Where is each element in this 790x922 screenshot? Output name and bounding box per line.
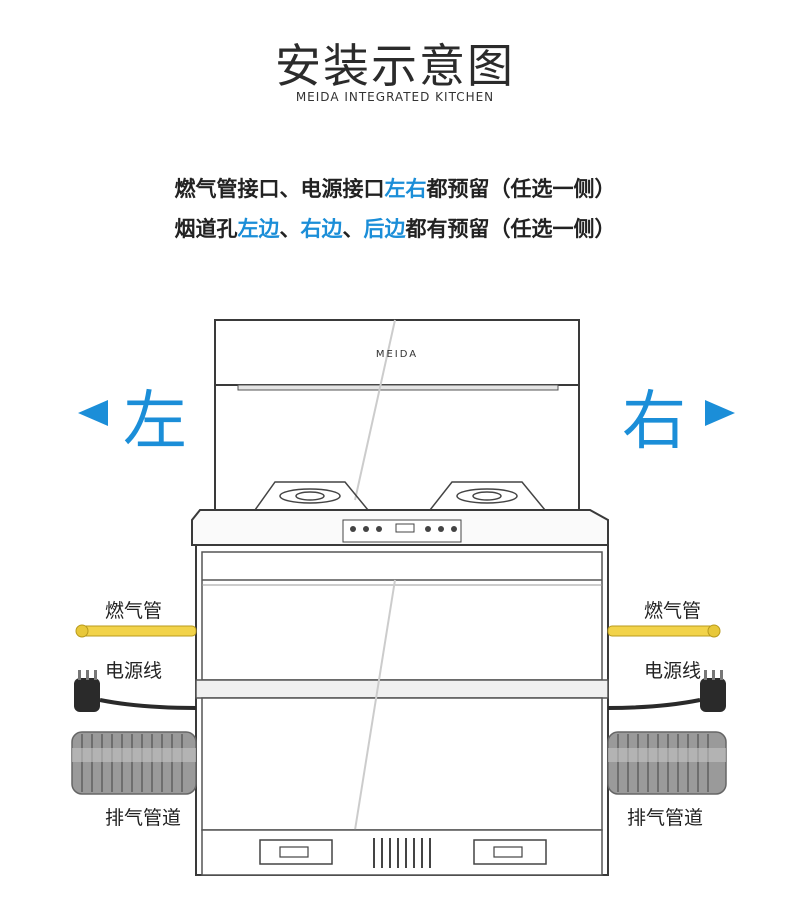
note1-text-b: 都预留（任选一侧） bbox=[426, 177, 616, 201]
gas-pipe-label-right: 燃气管 bbox=[644, 600, 702, 622]
gas-pipe-label-left: 燃气管 bbox=[105, 600, 163, 622]
note2-highlight-left: 左边 bbox=[237, 217, 280, 241]
glass-reflection bbox=[354, 319, 396, 501]
note-line-2: 烟道孔左边、右边、后边都有预留（任选一侧） bbox=[0, 213, 790, 243]
vent-grille bbox=[373, 838, 431, 868]
brand-logo: MEIDA bbox=[376, 349, 418, 360]
note2-highlight-right: 右边 bbox=[300, 217, 343, 241]
power-cord-label-left: 电源线 bbox=[105, 660, 163, 682]
power-plug-left-icon bbox=[74, 670, 197, 712]
hood-trim-bar bbox=[237, 384, 559, 391]
note2-highlight-back: 后边 bbox=[363, 217, 406, 241]
page-title: 安装示意图 bbox=[275, 39, 515, 93]
right-arrow-icon bbox=[705, 400, 735, 426]
note2-text-b: 都有预留（任选一侧） bbox=[405, 217, 616, 241]
note2-sep-1: 、 bbox=[279, 217, 301, 241]
hood-panel bbox=[214, 319, 580, 519]
side-right-label: 右 bbox=[622, 385, 686, 459]
power-cord-label-right: 电源线 bbox=[644, 660, 702, 682]
note2-text-a: 烟道孔 bbox=[174, 217, 238, 241]
upper-drawer bbox=[201, 551, 603, 681]
control-buttons bbox=[350, 523, 457, 533]
exhaust-duct-left-icon bbox=[71, 731, 197, 795]
power-plug-right-icon bbox=[607, 670, 726, 712]
right-handle bbox=[473, 839, 547, 865]
note1-text-a: 燃气管接口、电源接口 bbox=[174, 177, 385, 201]
side-left-label: 左 bbox=[123, 385, 187, 459]
lower-drawer bbox=[201, 697, 603, 831]
note1-highlight: 左右 bbox=[384, 177, 427, 201]
left-arrow-icon bbox=[78, 400, 108, 426]
left-handle bbox=[259, 839, 333, 865]
exhaust-duct-right-icon bbox=[607, 731, 727, 795]
cabinet-reflection bbox=[354, 579, 396, 831]
exhaust-pipe-label-right: 排气管道 bbox=[627, 807, 704, 829]
exhaust-pipe-label-left: 排气管道 bbox=[105, 807, 182, 829]
gas-pipe-right bbox=[607, 625, 717, 637]
page-subtitle: MEIDA INTEGRATED KITCHEN bbox=[295, 90, 495, 104]
note-line-1: 燃气管接口、电源接口左右都预留（任选一侧） bbox=[0, 173, 790, 203]
cabinet-base bbox=[201, 829, 603, 876]
control-panel bbox=[342, 519, 462, 543]
note2-sep-2: 、 bbox=[342, 217, 364, 241]
gas-pipe-left bbox=[79, 625, 197, 637]
middle-strip bbox=[195, 679, 609, 699]
